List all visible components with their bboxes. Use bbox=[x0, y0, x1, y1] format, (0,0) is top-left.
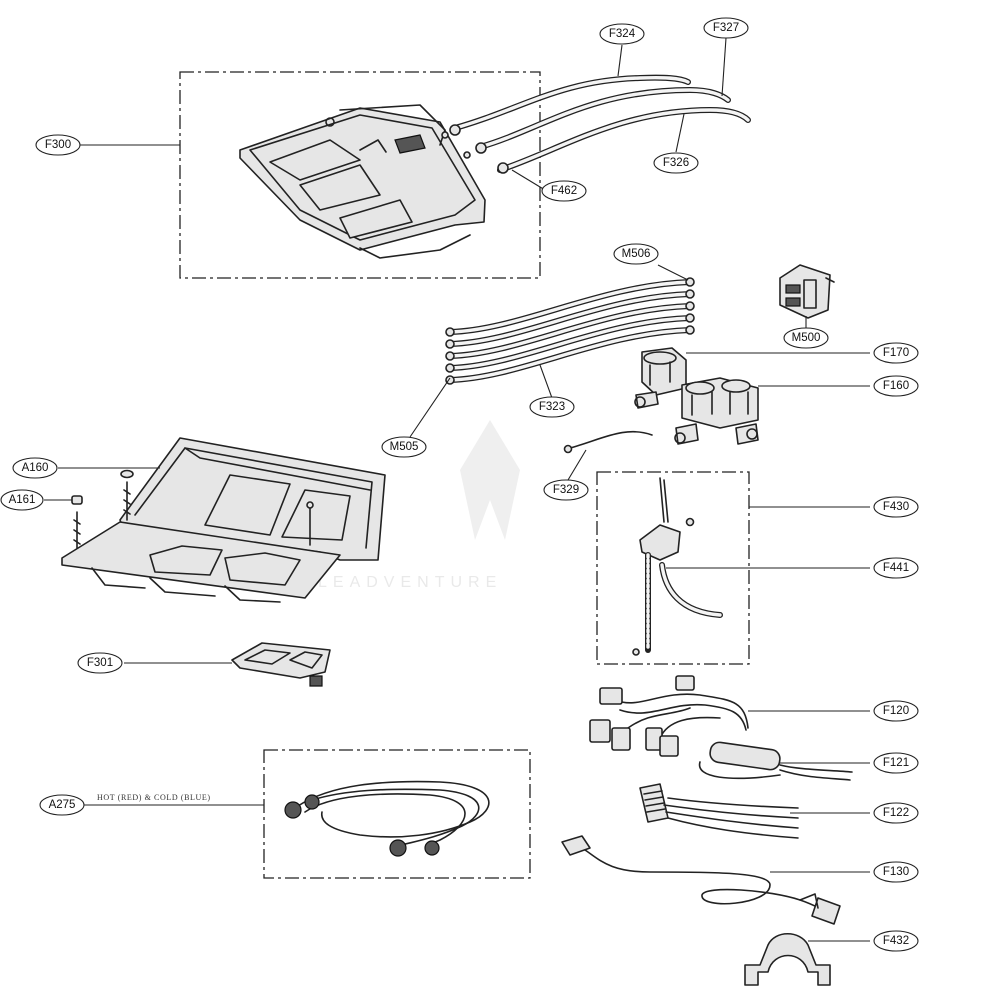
callout-label: F323 bbox=[539, 401, 565, 413]
screw-a160 bbox=[120, 469, 134, 521]
callout-F122: F122 bbox=[873, 802, 919, 824]
noise-filter-f121 bbox=[698, 741, 853, 781]
callout-label: F160 bbox=[883, 380, 909, 392]
callout-label: F327 bbox=[713, 22, 739, 34]
callout-F323: F323 bbox=[529, 396, 575, 418]
callout-M505: M505 bbox=[381, 436, 427, 458]
callout-F462: F462 bbox=[541, 180, 587, 202]
callout-label: F462 bbox=[551, 185, 577, 197]
callout-label: F432 bbox=[883, 935, 909, 947]
dispenser-cover-a160 bbox=[119, 437, 386, 561]
callout-label: F300 bbox=[45, 139, 71, 151]
inlet-valve-f170 bbox=[634, 347, 687, 409]
callout-label: F329 bbox=[553, 484, 579, 496]
drawer-insert-f301 bbox=[231, 642, 331, 687]
hose-guide-f432 bbox=[744, 932, 831, 986]
callout-F441: F441 bbox=[873, 557, 919, 579]
frame-dispenser-assembly bbox=[179, 71, 541, 279]
wire-harness-f120 bbox=[589, 675, 749, 757]
callout-label: M505 bbox=[390, 441, 419, 453]
callout-label: F170 bbox=[883, 347, 909, 359]
callout-label: F130 bbox=[883, 866, 909, 878]
watermark-text: LEADVENTURE bbox=[318, 574, 502, 591]
cable-f130 bbox=[561, 835, 841, 925]
callout-F326: F326 bbox=[653, 152, 699, 174]
inlet-hose-f324 bbox=[452, 74, 691, 131]
callout-F170: F170 bbox=[873, 342, 919, 364]
callout-label: F441 bbox=[883, 562, 909, 574]
callout-A160: A160 bbox=[12, 457, 58, 479]
callout-F160: F160 bbox=[873, 375, 919, 397]
callout-label: F122 bbox=[883, 807, 909, 819]
callout-F121: F121 bbox=[873, 752, 919, 774]
callout-F432: F432 bbox=[873, 930, 919, 952]
hose-color-note: HOT (RED) & COLD (BLUE) bbox=[97, 793, 211, 802]
frame-drain-hose-assembly bbox=[596, 471, 750, 665]
callout-label: F121 bbox=[883, 757, 909, 769]
callout-label: M506 bbox=[622, 248, 651, 260]
callout-F130: F130 bbox=[873, 861, 919, 883]
callout-A161: A161 bbox=[0, 489, 44, 511]
callout-A275: A275 bbox=[39, 794, 85, 816]
callout-M506: M506 bbox=[613, 243, 659, 265]
watermark: LEADVENTURE bbox=[318, 420, 520, 591]
leader-lines bbox=[44, 37, 870, 942]
callout-label: M500 bbox=[792, 332, 821, 344]
callout-M500: M500 bbox=[783, 327, 829, 349]
screw-right bbox=[306, 501, 314, 546]
connector-block-m500 bbox=[779, 264, 835, 319]
callout-F327: F327 bbox=[703, 17, 749, 39]
callout-F120: F120 bbox=[873, 700, 919, 722]
inlet-hose-f326 bbox=[497, 106, 751, 173]
callout-label: F324 bbox=[609, 28, 636, 40]
tube-bundle-f323 bbox=[445, 277, 695, 385]
callout-F301: F301 bbox=[77, 652, 123, 674]
callout-label: A161 bbox=[9, 494, 36, 506]
inlet-hose-kit-a275 bbox=[284, 780, 490, 857]
ribbon-harness-f122 bbox=[639, 783, 799, 839]
callout-F300: F300 bbox=[35, 134, 81, 156]
inlet-valve-f160 bbox=[674, 377, 759, 445]
dispenser-housing-part bbox=[239, 104, 486, 259]
dispenser-base bbox=[61, 521, 341, 603]
callout-F430: F430 bbox=[873, 496, 919, 518]
callout-label: F430 bbox=[883, 501, 909, 513]
screw-a161 bbox=[71, 495, 83, 549]
drain-hose-f441 bbox=[632, 477, 723, 656]
callout-label: F120 bbox=[883, 705, 909, 717]
callout-label: F326 bbox=[663, 157, 689, 169]
small-tube-f329 bbox=[563, 430, 653, 454]
frame-inlet-hose-kit bbox=[263, 749, 531, 879]
callout-F324: F324 bbox=[599, 23, 645, 45]
inlet-hose-f327 bbox=[477, 86, 731, 150]
callout-F329: F329 bbox=[543, 479, 589, 501]
callout-label: A160 bbox=[22, 462, 49, 474]
hose-clamps bbox=[441, 124, 509, 174]
callout-label: F301 bbox=[87, 657, 113, 669]
callout-label: A275 bbox=[49, 799, 76, 811]
